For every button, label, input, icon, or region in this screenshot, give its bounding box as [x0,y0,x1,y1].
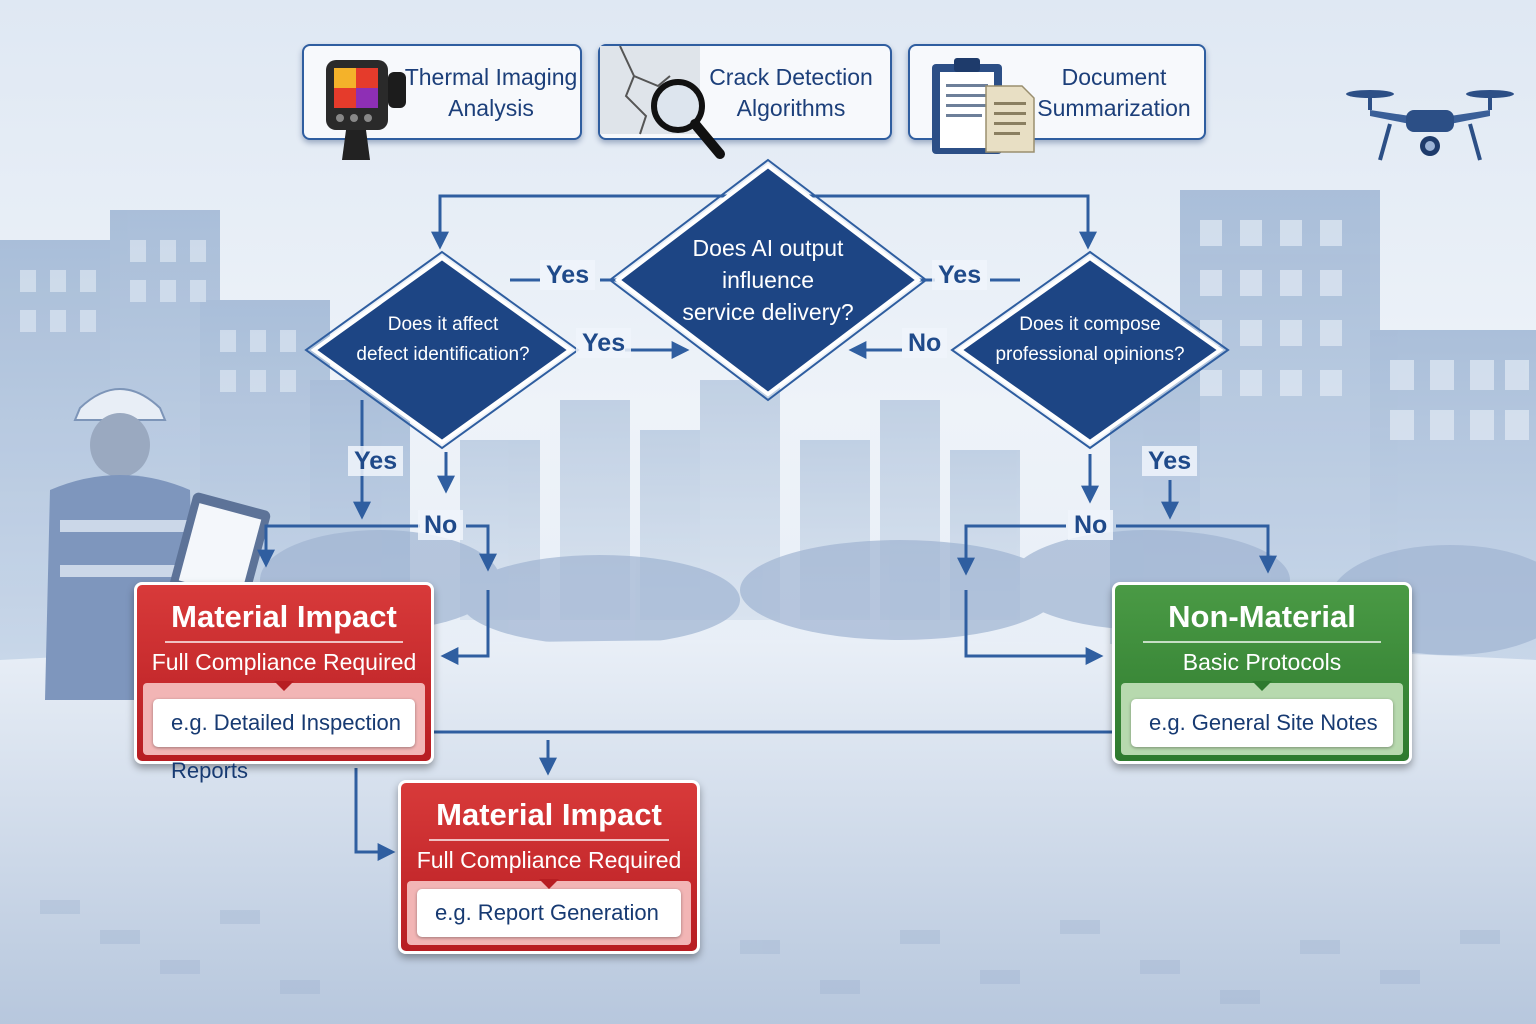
outcome-divider [1143,641,1381,643]
document-clipboard-icon [932,58,1035,154]
outcome-subtitle: Full Compliance Required [416,847,682,873]
outcome-example: e.g. Detailed Inspection Reports [153,699,415,783]
connector-no-to-material [440,590,490,665]
crack-magnifier-icon [600,46,725,159]
connector-left-branch [264,524,420,564]
outcome-divider [429,839,669,841]
connector-no-to-nonmaterial [964,590,1104,665]
outcome-notch [539,879,559,889]
connector-right-branch [964,524,1066,570]
inspector-figure [45,388,271,700]
decision-center-text: Does AI output influence service deliver… [682,235,854,325]
outcome-title: Material Impact [171,599,397,634]
tool-label: Document Summarization [1037,64,1191,121]
label-yes-left-down: Yes [348,446,404,476]
tool-card-thermal-imaging: Thermal Imaging Analysis [302,44,582,160]
outcome-example: e.g. General Site Notes [1131,699,1393,747]
outcome-notch [1252,681,1272,691]
tool-card-crack-detection: Crack Detection Algorithms [598,44,892,159]
decision-diamond-left [304,250,580,450]
label-yes-center-right: Yes [932,260,988,290]
decision-left-text: Does it affect defect identification? [356,314,530,365]
outcome-divider [165,641,403,643]
outcome-title: Material Impact [436,797,662,832]
outcome-non-material: Non-Material Basic Protocols e.g. Genera… [1112,582,1412,764]
label-yes-left-to-center: Yes [576,328,632,358]
tool-card-document-summarization: Document Summarization [908,44,1206,154]
label-no-right-to-center: No [902,328,948,358]
outcome-subtitle: Basic Protocols [1182,649,1342,675]
label-no-right-down: No [1068,510,1114,540]
tool-label: Thermal Imaging Analysis [404,64,578,121]
outcome-subtitle: Full Compliance Required [151,649,417,675]
tool-label: Crack Detection Algorithms [709,64,873,121]
outcome-material-impact-top: Material Impact Full Compliance Required… [134,582,434,783]
connector-no-right-branch [466,524,497,572]
decision-diamond-right [950,250,1230,450]
decision-diamond-center [608,158,928,402]
connector-material-to-report [354,768,396,861]
thermal-camera-icon [326,60,406,160]
drone-icon [1346,90,1514,161]
label-no-left-down: No [418,510,464,540]
decision-right-text: Does it compose professional opinions? [995,314,1185,365]
label-yes-right-down: Yes [1142,446,1198,476]
outcome-notch [274,681,294,691]
outcome-title: Non-Material [1168,599,1356,634]
outcome-example: e.g. Report Generation [417,889,681,937]
label-yes-center-left: Yes [540,260,596,290]
outcome-material-impact-bottom: Material Impact Full Compliance Required… [398,780,700,954]
